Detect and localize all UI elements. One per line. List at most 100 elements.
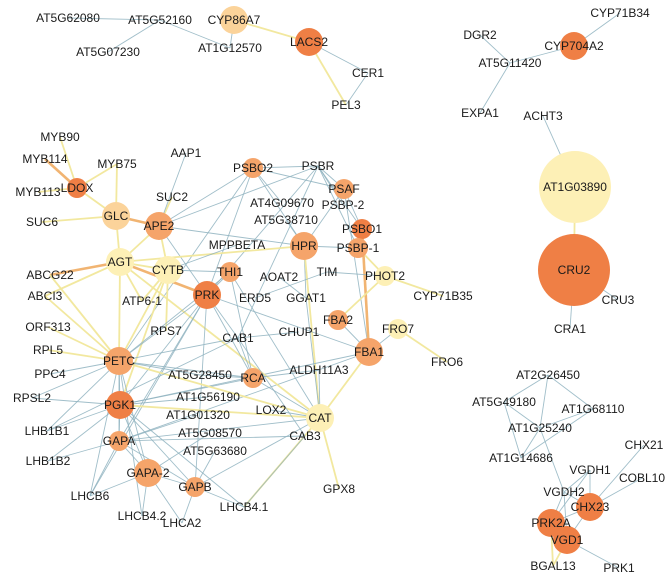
edge-at1g01320-gapa — [118, 414, 199, 442]
edge-cytb-petc — [118, 269, 169, 362]
node-label-ppc4: PPC4 — [34, 367, 66, 381]
node-chx23[interactable] — [576, 493, 604, 521]
node-gapa[interactable] — [109, 431, 129, 451]
node-phot2[interactable] — [375, 266, 395, 286]
node-agt[interactable] — [106, 248, 134, 276]
node-label-at1g14686: AT1G14686 — [489, 451, 553, 465]
node-label-myb113: MYB113 — [15, 185, 60, 199]
node-label-abci3: ABCI3 — [28, 289, 63, 303]
node-label-cra1: CRA1 — [554, 322, 586, 336]
edge-ggat1-cat — [305, 297, 321, 419]
node-hpr[interactable] — [290, 232, 318, 260]
node-label-psbp-2: PSBP-2 — [322, 198, 365, 212]
node-prk[interactable] — [193, 281, 221, 309]
edge-vgdh1-vgdh2 — [563, 469, 591, 493]
node-cyp86a7[interactable] — [220, 6, 248, 34]
node-label-cab3: CAB3 — [289, 429, 321, 443]
node-label-at1g12570: AT1G12570 — [198, 41, 262, 55]
node-lacs2[interactable] — [295, 28, 323, 56]
node-rca[interactable] — [243, 368, 263, 388]
node-label-at1g56190: AT1G56190 — [176, 390, 240, 404]
edge-gapb-cat — [194, 417, 321, 488]
node-ldox[interactable] — [67, 178, 87, 198]
node-psbo1[interactable] — [352, 219, 372, 239]
node-label-at2g26450: AT2G26450 — [516, 368, 580, 382]
node-label-orf313: ORF313 — [25, 320, 71, 334]
node-label-cyp71b34: CYP71B34 — [590, 6, 650, 20]
node-label-vgdh1: VGDH1 — [569, 463, 611, 477]
node-label-fro6: FRO6 — [431, 355, 463, 369]
node-pgk1[interactable] — [106, 391, 134, 419]
node-label-cytb: CYTB — [152, 263, 184, 277]
edge-phot2-cyp71b35 — [384, 275, 444, 297]
node-glc[interactable] — [102, 202, 130, 230]
node-label-cru3: CRU3 — [602, 293, 635, 307]
node-label-chup1: CHUP1 — [279, 325, 320, 339]
edge-pgk1-rpsl2 — [31, 397, 121, 406]
edge-petc-lhcb4-2 — [118, 360, 143, 517]
node-fba2[interactable] — [328, 310, 348, 330]
edge-cat-gapa — [118, 417, 321, 442]
node-label-lhb1b2: LHB1B2 — [26, 454, 71, 468]
node-label-fba1: FBA1 — [354, 345, 384, 359]
edge-petc-lhb1b1 — [46, 360, 120, 432]
node-label-cobl10: COBL10 — [619, 471, 665, 485]
edge-dgr2-at5g11420 — [479, 34, 511, 64]
node-label-lhcb6: LHCB6 — [71, 489, 110, 503]
node-label-at4g09670: AT4G09670 — [250, 196, 314, 210]
node-label-at5g49180: AT5G49180 — [472, 395, 536, 409]
node-label-thi1: THI1 — [217, 265, 243, 279]
node-ape2[interactable] — [145, 212, 173, 240]
node-label-vgd1: VGD1 — [551, 533, 584, 547]
node-gapb[interactable] — [185, 477, 205, 497]
edge-at5g62080-at5g52160 — [67, 17, 161, 21]
node-label-phot2: PHOT2 — [365, 269, 405, 283]
edge-at5g49180-at1g14686 — [503, 401, 522, 459]
edge-gapa-cab3 — [118, 435, 306, 442]
node-label-at5g07230: AT5G07230 — [76, 45, 140, 59]
node-fro7[interactable] — [388, 319, 408, 339]
node-label-pel3: PEL3 — [331, 98, 361, 112]
node-cru2[interactable] — [538, 234, 610, 306]
node-cat[interactable] — [306, 404, 334, 432]
node-label-at5g11420: AT5G11420 — [479, 56, 542, 70]
edge-at5g52160-at5g07230 — [107, 19, 161, 53]
node-label-bgal13: BGAL13 — [530, 559, 576, 573]
node-petc[interactable] — [105, 347, 133, 375]
node-label-psaf: PSAF — [328, 182, 359, 196]
edge-at1g68110-at1g25240 — [539, 408, 594, 429]
node-cyp704a2[interactable] — [560, 32, 588, 60]
edge-prk-pgk1 — [119, 294, 208, 406]
node-psbo2[interactable] — [243, 158, 263, 178]
node-label-lhcb4-2: LHCB4.2 — [118, 509, 167, 523]
node-label-psbo1: PSBO1 — [342, 222, 382, 236]
edge-pgk1-cat — [119, 404, 321, 419]
node-label-vgdh2: VGDH2 — [543, 485, 585, 499]
node-at1g03890[interactable] — [539, 151, 611, 223]
node-label-cat: CAT — [308, 411, 332, 425]
node-label-rca: RCA — [240, 371, 265, 385]
node-vgd1[interactable] — [553, 526, 581, 554]
node-psbp-1[interactable] — [348, 238, 368, 258]
node-label-at5g28450: AT5G28450 — [168, 368, 232, 382]
node-label-hpr: HPR — [291, 239, 317, 253]
node-label-rpl5: RPL5 — [33, 343, 63, 357]
node-label-glc: GLC — [104, 209, 129, 223]
node-label-prk1: PRK1 — [603, 561, 635, 575]
node-label-psbr: PSBR — [302, 159, 335, 173]
edge-petc-cab1 — [118, 337, 239, 362]
node-layer — [67, 6, 611, 554]
node-label-rpsl2: RPSL2 — [13, 391, 51, 405]
node-label-pgk1: PGK1 — [104, 398, 136, 412]
node-label-agt: AGT — [108, 255, 133, 269]
node-thi1[interactable] — [220, 262, 240, 282]
edge-prk-petc — [118, 294, 208, 362]
node-psaf[interactable] — [334, 179, 354, 199]
edge-psaf-fba1 — [343, 188, 370, 353]
node-cytb[interactable] — [154, 256, 182, 284]
edge-ape2-psbo2 — [158, 167, 254, 227]
node-label-myb90: MYB90 — [40, 130, 80, 144]
node-fba1[interactable] — [355, 338, 383, 366]
node-gapa-2[interactable] — [134, 459, 162, 487]
edge-pgk1-gapb — [119, 404, 196, 488]
